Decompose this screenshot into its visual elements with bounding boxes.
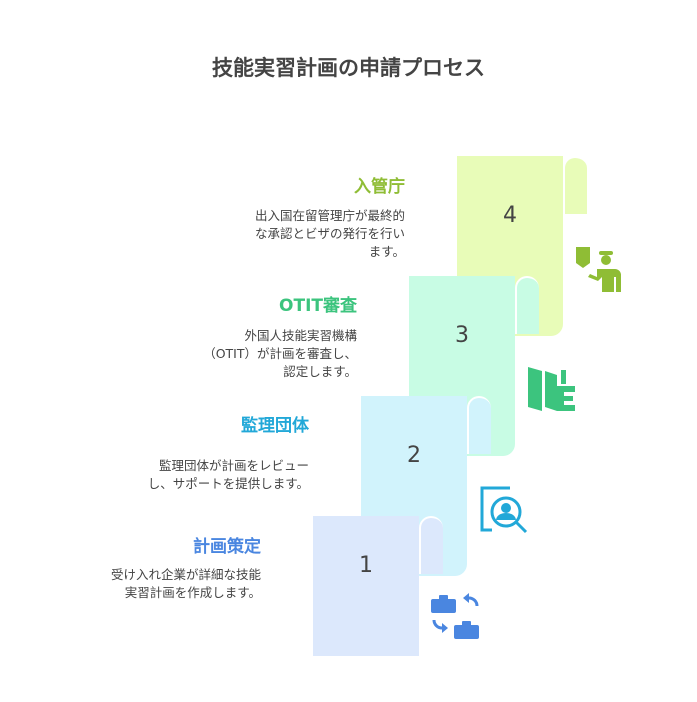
step-3-heading: OTIT審査 [279, 296, 357, 316]
step-1-curl [419, 516, 443, 574]
step-3-number: 3 [455, 323, 469, 348]
immigration-officer-icon [576, 247, 621, 292]
step-4-number: 4 [503, 203, 517, 228]
step-2-number: 2 [407, 443, 421, 468]
step-4-curl [563, 156, 587, 214]
step-1-description: 受け入れ企業が詳細な技能 実習計画を作成します。 [110, 567, 261, 600]
diagram-title: 技能実習計画の申請プロセス [212, 56, 485, 80]
step-4-description: 出入国在留管理庁が最終的 な承認とビザの発行を行い ます。 [254, 208, 405, 259]
step-2-description: 監理団体が計画をレビュー し、サポートを提供します。 [147, 458, 309, 491]
step-3-description: 外国人技能実習機構 （OTIT）が計画を審査し、 認定します。 [203, 328, 357, 379]
step-1-number: 1 [359, 553, 373, 578]
step-2-heading: 監理団体 [241, 416, 309, 436]
document-review-icon [528, 367, 575, 411]
user-search-icon [480, 486, 528, 534]
step-4-heading: 入管庁 [354, 177, 405, 197]
step-1-scroll [313, 516, 419, 656]
step-3-curl [515, 276, 539, 334]
step-1-heading: 計画策定 [193, 537, 261, 557]
step-2-curl [467, 396, 491, 454]
briefcase-exchange-icon [431, 593, 479, 639]
